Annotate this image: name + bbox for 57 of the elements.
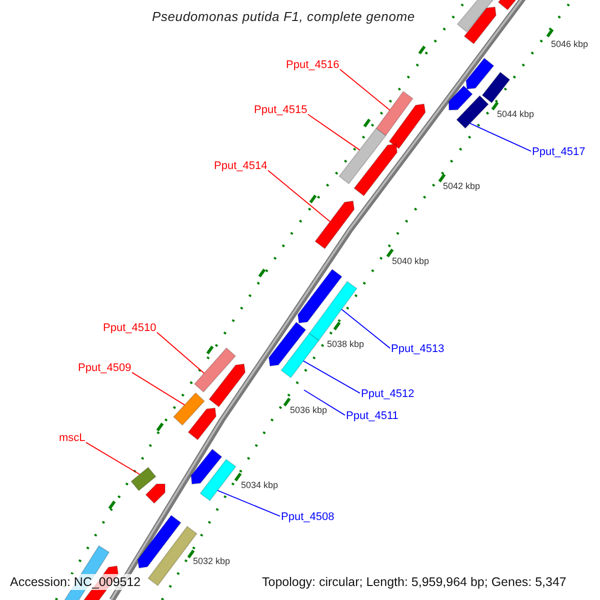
map-title: Pseudomonas putida F1, complete genome: [152, 9, 415, 25]
gene-feature: [448, 85, 473, 111]
tick-label: 5034 kbp: [241, 480, 278, 491]
gene-label: Pput_4509: [78, 362, 132, 375]
gene-feature: [194, 347, 236, 393]
gene-feature: [308, 280, 358, 342]
tick-label: 5036 kbp: [290, 405, 328, 416]
tick-label: 5038 kbp: [327, 339, 364, 350]
gene-feature: [190, 448, 222, 485]
tick-label: 5040 kbp: [392, 256, 430, 267]
gene-label: Pput_4511: [346, 410, 398, 423]
gene-feature: [482, 72, 510, 104]
leader-line: [302, 360, 360, 394]
leader-line: [340, 68, 390, 110]
gene-feature: [498, 0, 518, 10]
gene-feature: [338, 128, 386, 184]
gene-feature: [172, 392, 206, 426]
leader-line: [217, 490, 280, 517]
gene-label: Pput_4516: [286, 59, 340, 72]
leader-line: [132, 372, 186, 406]
tick-label: 5032 kbp: [193, 556, 230, 567]
leader-line: [304, 390, 346, 416]
gene-label: Pput_4512: [361, 388, 414, 401]
leader-line: [86, 442, 140, 475]
footer-text: Accession: NC_009512: [9, 574, 142, 590]
gene-feature: [388, 103, 426, 150]
gene-label: Pput_4508: [281, 511, 334, 524]
tick-label: 5044 kbp: [497, 109, 534, 120]
gene-feature: [268, 322, 306, 367]
gene-feature: [188, 407, 217, 440]
gene-feature: [466, 58, 494, 90]
gene-label: Pput_4510: [103, 322, 156, 335]
gene-label: Pput_4517: [532, 146, 586, 159]
gene-feature: [130, 466, 156, 492]
gene-feature: [200, 458, 236, 502]
leader-line: [156, 332, 205, 374]
leader-line: [341, 308, 390, 349]
gene-feature: [354, 143, 398, 196]
gene-feature: [297, 268, 342, 324]
leader-line: [469, 122, 532, 152]
leader-line: [308, 114, 360, 150]
gene-feature: [464, 6, 497, 44]
gene-feature: [456, 95, 489, 129]
gene-label: Pput_4513: [391, 343, 444, 356]
gene-feature: [137, 514, 182, 569]
gene-feature: [208, 363, 246, 408]
tick-label: 5046 kbp: [551, 39, 588, 50]
gene-feature: [145, 484, 166, 504]
tick-label: 5042 kbp: [443, 181, 480, 192]
gene-label: mscL: [59, 432, 86, 445]
gene-label: Pput_4514: [214, 160, 268, 173]
leader-line: [268, 170, 331, 222]
gene-feature: [280, 332, 320, 378]
gene-feature: [376, 90, 414, 136]
gene-feature: [314, 200, 355, 250]
gene-label: Pput_4515: [254, 104, 308, 117]
footer-text: Topology: circular; Length: 5,959,964 bp; Genes: 5,347: [261, 574, 568, 590]
